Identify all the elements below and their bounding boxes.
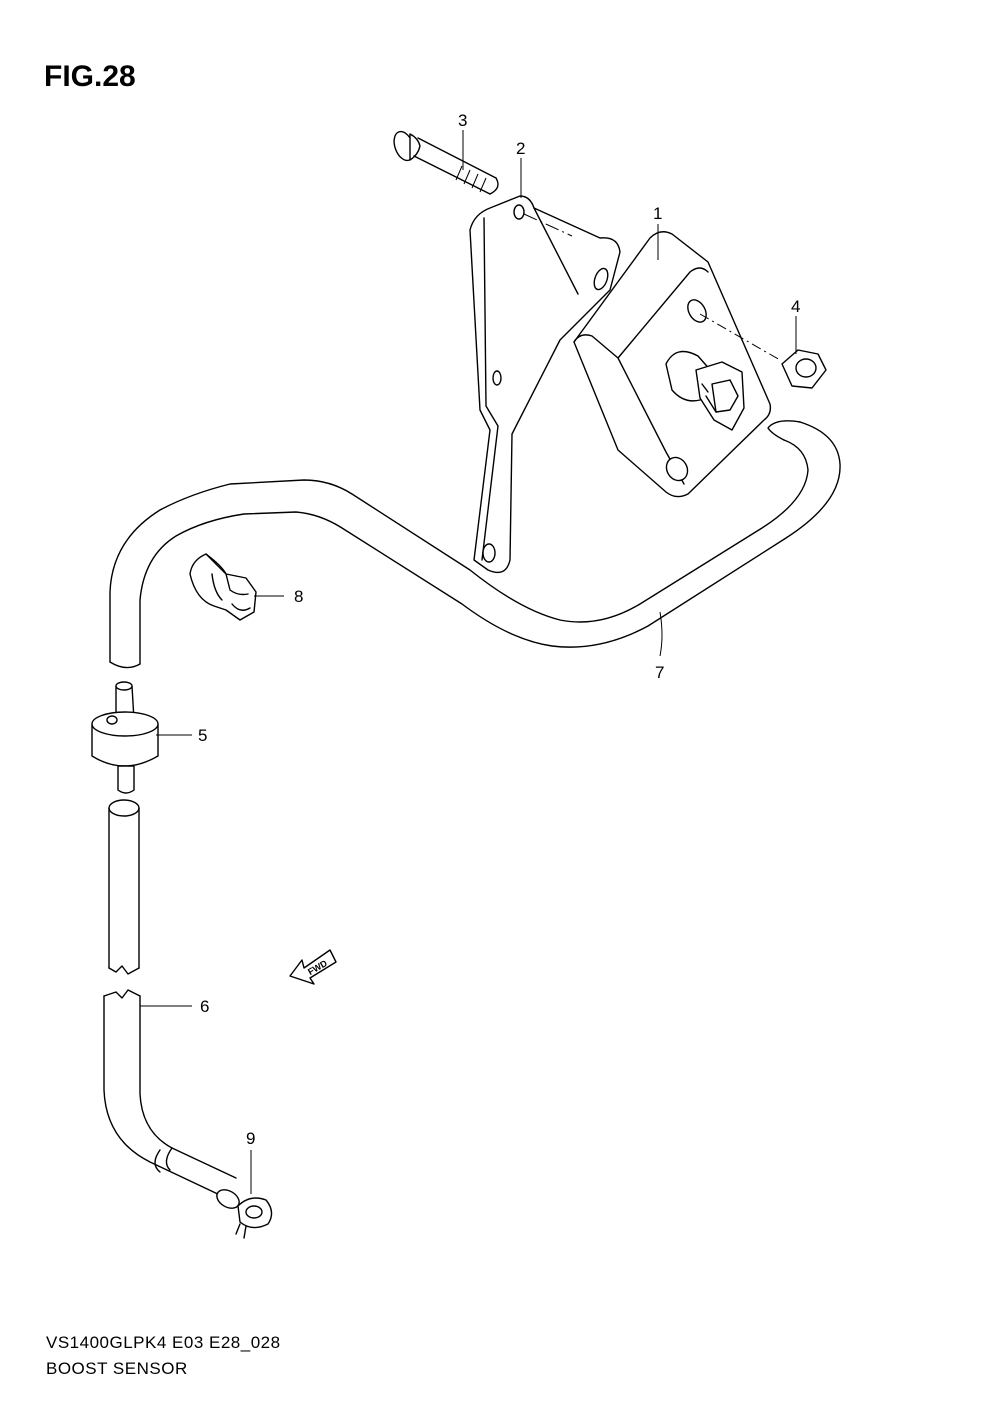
part-6-hose[interactable] <box>103 799 242 1212</box>
callout-5: 5 <box>198 726 207 745</box>
part-8-clamp[interactable] <box>189 553 257 621</box>
part-5-damper[interactable] <box>91 681 159 794</box>
callout-6: 6 <box>200 997 209 1016</box>
callout-8: 8 <box>294 587 303 606</box>
callout-numbers: 3 2 1 4 5 8 7 6 9 <box>198 111 800 1148</box>
callout-2: 2 <box>516 139 525 158</box>
part-2-bracket[interactable] <box>469 195 621 574</box>
callout-3: 3 <box>458 111 467 130</box>
part-4-nut[interactable] <box>699 313 827 389</box>
callout-7: 7 <box>655 663 664 682</box>
diagram-caption: BOOST SENSOR <box>46 1359 188 1378</box>
model-code: VS1400GLPK4 E03 E28_028 <box>46 1333 281 1352</box>
fwd-arrow-icon: FWD <box>289 949 337 985</box>
callout-4: 4 <box>791 297 800 316</box>
part-9-clip[interactable] <box>235 1197 273 1239</box>
part-7-hose[interactable] <box>109 420 841 669</box>
part-3-bolt[interactable] <box>390 129 499 195</box>
callout-9: 9 <box>246 1129 255 1148</box>
figure-title: FIG.28 <box>44 60 136 93</box>
part-1-boost-sensor[interactable] <box>573 231 772 498</box>
leader-lines <box>140 130 797 1194</box>
callout-1: 1 <box>653 204 662 223</box>
